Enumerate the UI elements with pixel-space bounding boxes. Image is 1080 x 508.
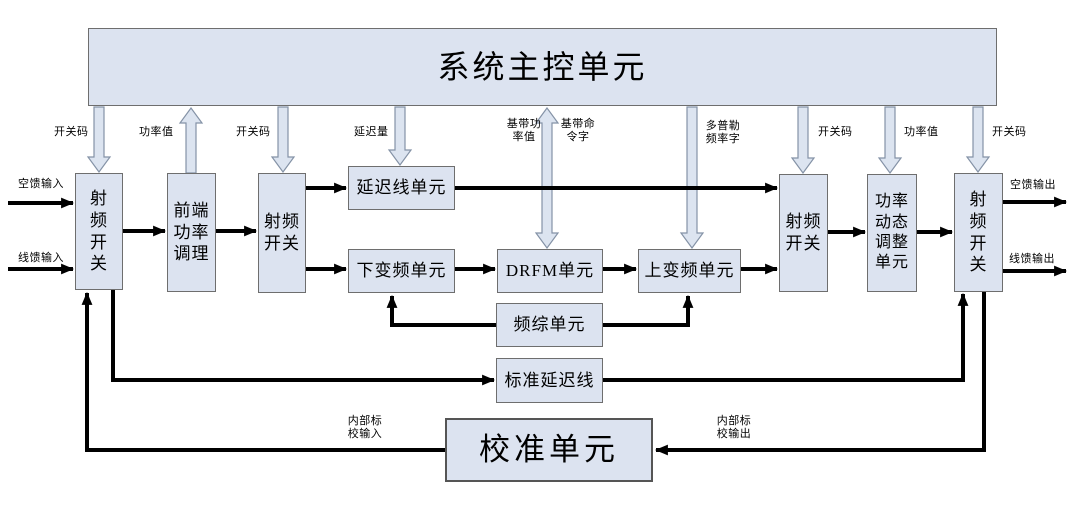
block-rf-switch-input: 射 频 开 关 [75,173,123,290]
control-arrow-switch-code-3 [790,106,816,175]
control-arrow-delay-amount [387,106,413,167]
control-arrow-power-value-1-up [178,106,204,174]
control-arrow-switch-code-4 [965,106,991,174]
control-arrow-doppler [679,106,705,250]
block-power-dynamic-adjust-unit: 功率 动态 调整 单元 [867,174,917,292]
block-delay-line-unit: 延迟线单元 [348,166,455,210]
wire-rfswitch1-to-stddelay [111,290,496,386]
wire-calibration-to-rfswitch1 [81,291,445,452]
block-rf-switch-output: 射 频 开 关 [954,173,1003,292]
block-calibration-unit: 校准单元 [445,418,653,482]
block-front-end-power-conditioning: 前端 功率 调理 [167,173,216,292]
label-baseband-power-value: 基带功 率值 [506,118,542,143]
control-arrow-switch-code-2 [270,106,296,174]
label-internal-calibration-input: 内部标 校输入 [347,415,383,440]
label-line-feed-input: 线馈输入 [18,252,64,264]
block-up-converter-unit: 上变频单元 [638,249,741,293]
label-switch-code-4: 开关码 [992,126,1027,138]
label-power-value-2: 功率值 [904,126,939,138]
block-rf-switch-2: 射频 开关 [258,173,306,293]
label-delay-amount: 延迟量 [354,126,389,138]
label-switch-code-2: 开关码 [236,126,271,138]
wire-freqsynth-to-upconverter [603,294,694,327]
label-internal-calibration-output: 内部标 校输出 [716,415,752,440]
control-arrow-power-value-2 [877,106,903,175]
label-air-feed-input: 空馈输入 [18,178,64,190]
wire-stddelay-to-rfswitch4 [603,292,969,382]
label-switch-code-1: 开关码 [54,126,89,138]
control-arrow-baseband-double [534,106,560,250]
block-drfm-unit: DRFM单元 [497,249,603,293]
wire-rfswitch4-to-calibration [654,292,986,456]
block-frequency-synthesizer-unit: 频综单元 [496,303,603,347]
control-arrow-switch-code-1 [86,106,112,174]
label-doppler-frequency-word: 多普勒 频率字 [705,120,741,145]
block-standard-delay-line: 标准延迟线 [496,358,603,403]
label-switch-code-3: 开关码 [818,126,853,138]
label-power-value-1: 功率值 [139,126,174,138]
block-system-main-control: 系统主控单元 [88,28,997,106]
wire-freqsynth-to-downconverter [386,294,496,327]
block-down-converter-unit: 下变频单元 [348,249,455,293]
label-baseband-command-word: 基带命 令字 [560,118,596,143]
block-rf-switch-3: 射频 开关 [779,174,828,292]
label-line-feed-output: 线馈输出 [1009,253,1055,265]
label-air-feed-output: 空馈输出 [1010,179,1056,191]
